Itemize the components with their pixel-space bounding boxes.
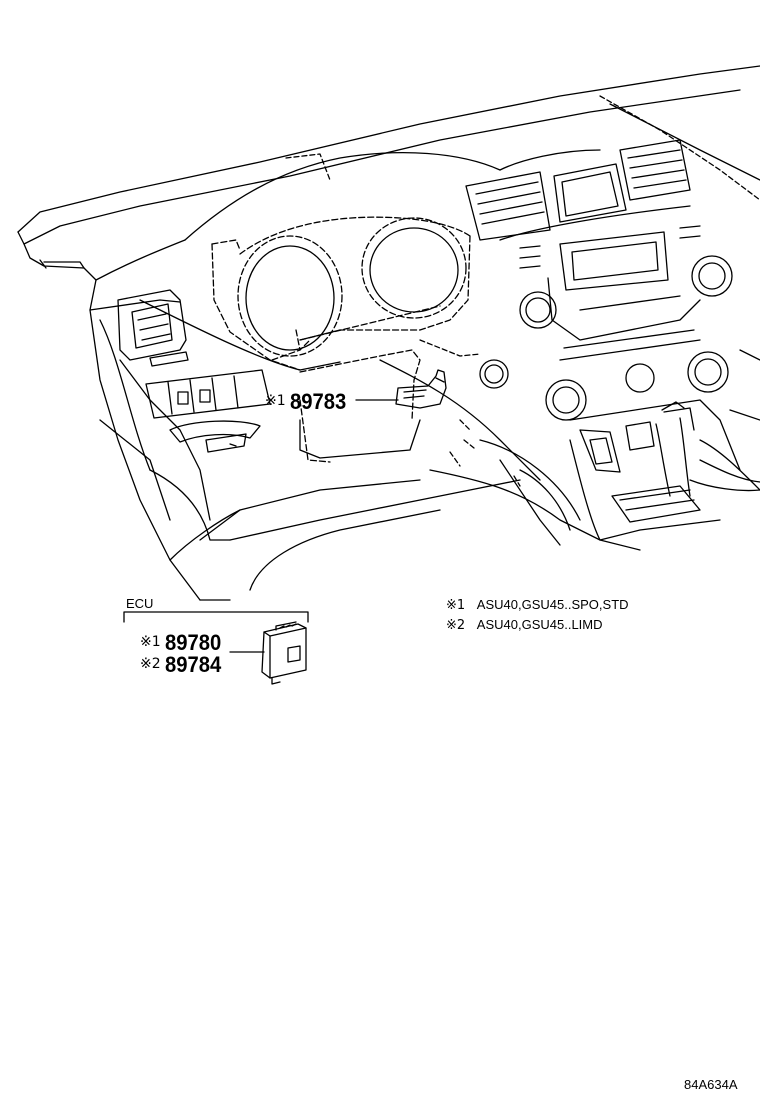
ecu-group-bracket — [123, 611, 309, 623]
dash-top-edge — [17, 65, 760, 281]
dash-switch-callout: ※1 89783 — [265, 391, 351, 413]
ecu-part-number-1: 89780 — [165, 630, 222, 655]
left-switch-panel — [145, 369, 271, 453]
ecu-callout-1: ※1 89780 — [140, 632, 226, 654]
dash-body-outline — [89, 149, 760, 601]
climate-knobs — [519, 255, 733, 421]
legend-row-1: ※1 ASU40,GSU45..SPO,STD — [446, 598, 629, 612]
legend-1-text: ASU40,GSU45..SPO,STD — [476, 597, 629, 612]
figure-code: 84A634A — [684, 1077, 738, 1092]
ecu-module — [261, 621, 307, 685]
ecu-part-number-2: 89784 — [165, 652, 222, 677]
ecu-callout-2: ※2 89784 — [140, 654, 226, 676]
ecu-callout-1-mark: ※1 — [140, 634, 161, 650]
cluster-inner-rings — [245, 227, 459, 351]
left-air-vent — [117, 289, 189, 367]
dash-switch-callout-mark: ※1 — [265, 393, 286, 409]
legend-row-2: ※2 ASU40,GSU45..LIMD — [446, 618, 603, 632]
legend-2-text: ASU40,GSU45..LIMD — [476, 617, 603, 632]
hidden-outline-details — [285, 153, 521, 487]
dash-switch-part — [395, 369, 447, 409]
instrument-cluster — [211, 216, 471, 371]
lower-console — [569, 399, 760, 541]
center-knob — [479, 359, 509, 389]
legend-1-mark: ※1 — [446, 598, 466, 613]
center-stack — [465, 139, 701, 361]
dash-switch-part-number: 89783 — [290, 389, 347, 414]
ecu-group-label: ECU — [126, 596, 154, 611]
legend-2-mark: ※2 — [446, 618, 466, 633]
ecu-callout-2-mark: ※2 — [140, 656, 161, 672]
